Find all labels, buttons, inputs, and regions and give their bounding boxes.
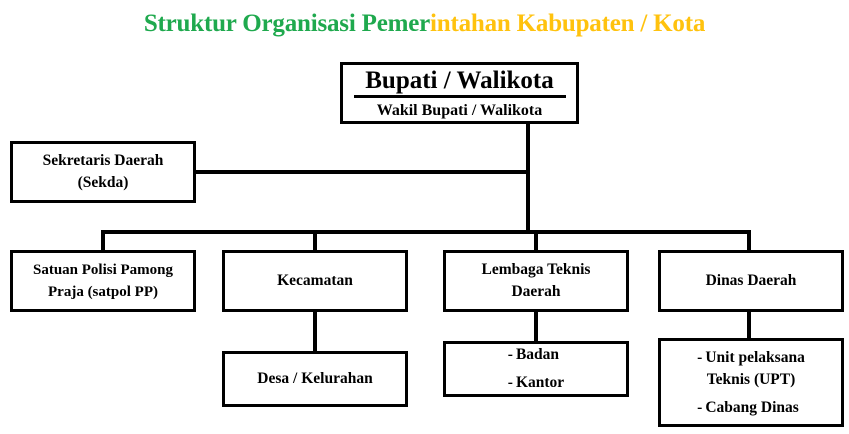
dash-bullet-icon: -	[697, 398, 703, 416]
node-bupati-walikota[interactable]: Bupati / Walikota Wakil Bupati / Walikot…	[340, 62, 579, 124]
connector-drop-kecamatan	[313, 230, 317, 252]
connector-drop-satpol	[101, 230, 105, 252]
node-lembaga-teknis-daerah-line1: Lembaga Teknis	[481, 261, 591, 278]
node-badan-kantor[interactable]: -Badan -Kantor	[443, 341, 629, 397]
dash-bullet-icon: -	[507, 374, 513, 391]
node-kecamatan[interactable]: Kecamatan	[222, 250, 408, 312]
list-item-label: Unit pelaksana	[705, 348, 805, 366]
connector-head-trunk	[526, 124, 530, 234]
list-item-label-continued: Teknis (UPT)	[706, 370, 796, 388]
node-satpol-pp[interactable]: Satuan Polisi Pamong Praja (satpol PP)	[10, 250, 196, 312]
node-sekretaris-daerah-line2: (Sekda)	[77, 174, 129, 191]
node-bupati-walikota-title: Bupati / Walikota	[353, 67, 566, 98]
node-dinas-daerah-label: Dinas Daerah	[705, 272, 797, 289]
node-satpol-pp-line1: Satuan Polisi Pamong	[32, 262, 174, 278]
connector-level2-bus	[101, 230, 751, 234]
connector-kecamatan-desa	[313, 310, 317, 353]
connector-dinas-upt	[747, 310, 751, 340]
list-item-label: Kantor	[515, 374, 565, 391]
node-satpol-pp-line2: Praja (satpol PP)	[48, 284, 158, 300]
node-sekretaris-daerah[interactable]: Sekretaris Daerah (Sekda)	[10, 141, 196, 203]
list-item-label: Cabang Dinas	[705, 398, 799, 416]
node-desa-kelurahan[interactable]: Desa / Kelurahan	[222, 351, 408, 407]
connector-lembaga-badan	[534, 310, 538, 343]
connector-drop-dinas	[747, 230, 751, 252]
page-title-part-gold: intahan Kabupaten / Kota	[430, 10, 706, 37]
node-sekretaris-daerah-line1: Sekretaris Daerah	[42, 152, 164, 169]
connector-sekda-branch	[196, 170, 530, 174]
node-dinas-daerah[interactable]: Dinas Daerah	[658, 250, 844, 312]
node-bupati-walikota-subtitle: Wakil Bupati / Walikota	[376, 102, 543, 119]
node-lembaga-teknis-daerah-line2: Daerah	[511, 283, 561, 300]
list-item-label: Badan	[515, 346, 560, 363]
page-title: Struktur Organisasi Pemerintahan Kabupat…	[0, 10, 849, 38]
list-item: -Kantor	[508, 372, 564, 394]
connector-drop-lembaga	[534, 230, 538, 252]
badan-kantor-list: -Badan -Kantor	[508, 344, 564, 394]
node-lembaga-teknis-daerah[interactable]: Lembaga Teknis Daerah	[443, 250, 629, 312]
node-desa-kelurahan-label: Desa / Kelurahan	[257, 370, 373, 387]
list-item: -Cabang Dinas	[697, 397, 805, 419]
dash-bullet-icon: -	[507, 346, 513, 363]
node-kecamatan-label: Kecamatan	[277, 272, 353, 289]
list-item: -Badan	[508, 344, 564, 366]
dash-bullet-icon: -	[697, 348, 703, 366]
page-title-part-green: Struktur Organisasi Pemer	[143, 10, 431, 37]
